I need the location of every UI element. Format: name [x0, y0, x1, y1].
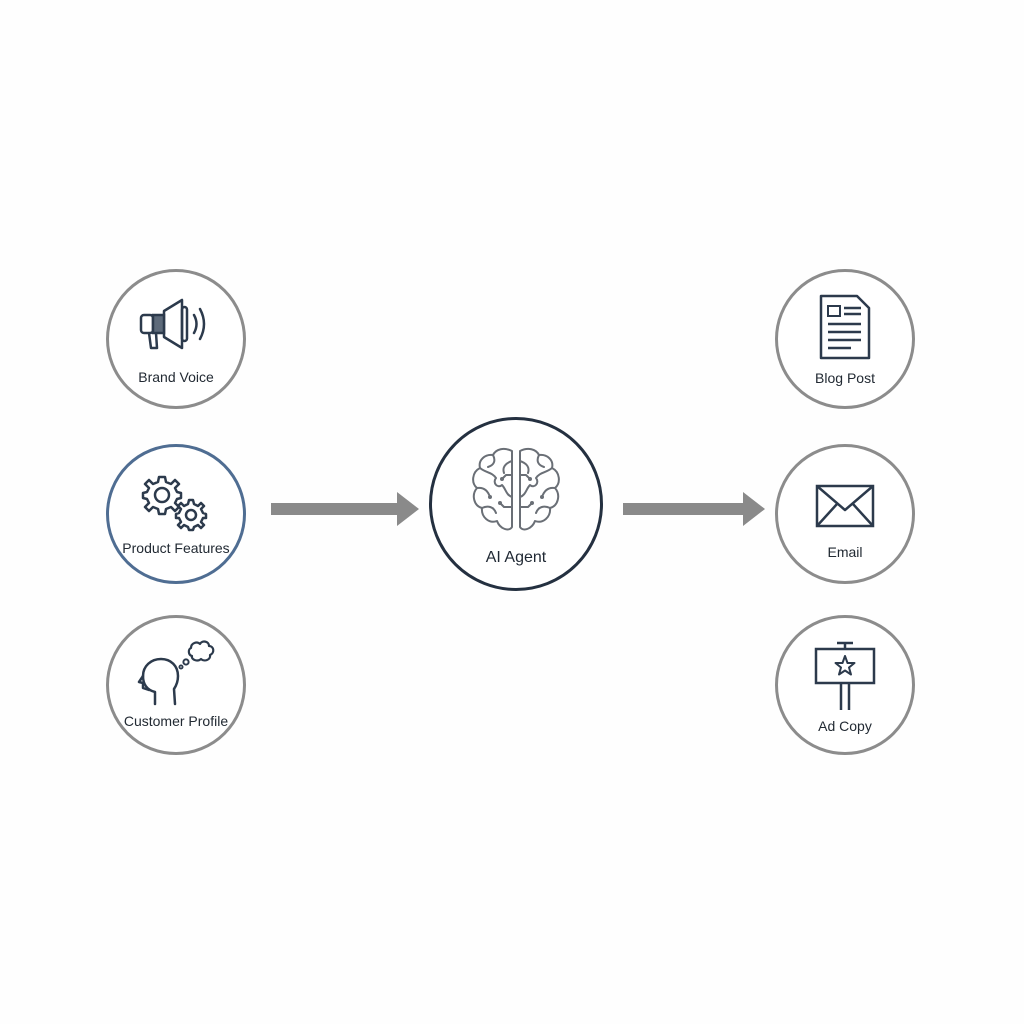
- product-features-label: Product Features: [122, 540, 230, 556]
- output-arrow: [623, 490, 765, 533]
- brand-voice-node: Brand Voice: [106, 269, 246, 409]
- brain-icon: [432, 445, 600, 539]
- customer-profile-label: Customer Profile: [123, 713, 229, 729]
- ai-agent-label: AI Agent: [485, 549, 547, 566]
- ad-copy-label: Ad Copy: [818, 718, 872, 734]
- brand-voice-label: Brand Voice: [138, 369, 214, 385]
- product-features-node: Product Features: [106, 444, 246, 584]
- email-label: Email: [827, 544, 863, 560]
- billboard-star-icon: [778, 640, 912, 712]
- ad-copy-node: Ad Copy: [775, 615, 915, 755]
- gears-icon: [109, 471, 243, 535]
- envelope-icon: [778, 483, 912, 529]
- person-thought-icon: [109, 638, 243, 708]
- input-arrow: [271, 490, 419, 533]
- blog-post-node: Blog Post: [775, 269, 915, 409]
- customer-profile-node: Customer Profile: [106, 615, 246, 755]
- blog-post-label: Blog Post: [815, 370, 875, 386]
- document-icon: [778, 294, 912, 360]
- email-node: Email: [775, 444, 915, 584]
- ai-agent-node: AI Agent: [429, 417, 603, 591]
- megaphone-icon: [109, 298, 243, 354]
